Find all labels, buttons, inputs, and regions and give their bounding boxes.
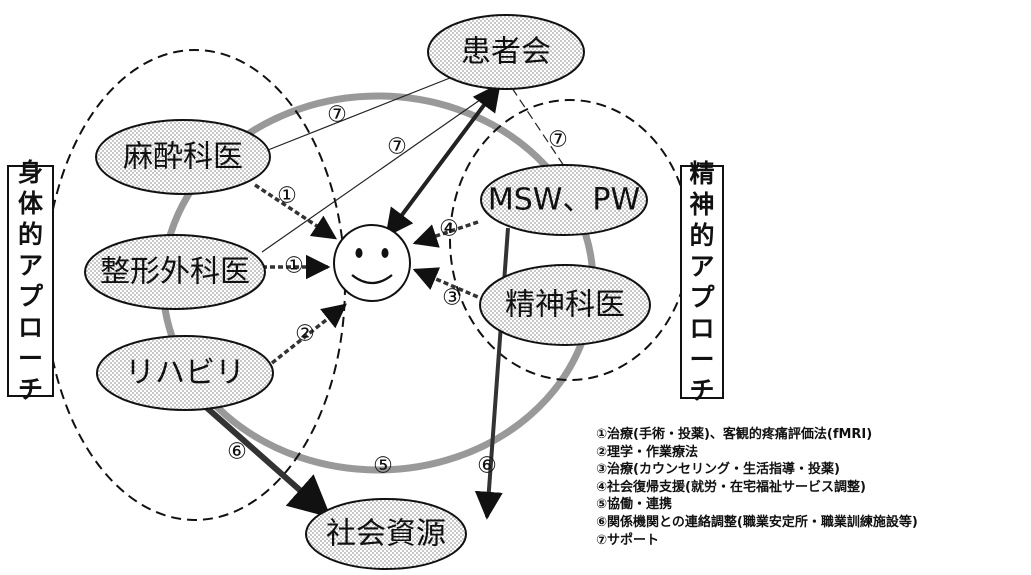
node-rehab: リハビリ	[96, 335, 274, 411]
physical-char-0: 身	[17, 158, 43, 187]
arrow-seishin-patient	[412, 267, 486, 302]
node-shakai-label: 社会資源	[326, 517, 446, 552]
node-seishin: 精神科医	[479, 264, 651, 346]
edge-label-masuika-kanjakai: ⑦	[327, 103, 347, 128]
node-masuika: 麻酔科医	[95, 119, 271, 195]
physical-char-2: 的	[17, 220, 43, 249]
mental-char-3: ア	[689, 252, 715, 281]
mental-char-0: 精	[689, 159, 715, 188]
physical-char-3: ア	[17, 251, 43, 280]
node-msw-label: MSW、PW	[488, 183, 640, 218]
legend-item: ③治療(カウンセリング・生活指導・投薬)	[596, 462, 840, 478]
physical-approach-label: 身 体 的 ア プ ロ ー チ	[7, 158, 54, 404]
edge-label-masuika-patient: ①	[277, 184, 297, 209]
edge-label-seikei-patient: ①	[284, 254, 304, 279]
mental-char-1: 神	[689, 190, 715, 219]
node-rehab-label: リハビリ	[125, 356, 245, 391]
patient-face-icon	[333, 224, 411, 302]
legend-item: ⑦サポート	[596, 532, 660, 548]
node-seikei-label: 整形外科医	[100, 255, 250, 290]
legend: ①治療(手術・投薬)、客観的疼痛評価法(fMRI) ②理学・作業療法 ③治療(カ…	[596, 426, 918, 549]
physical-char-4: プ	[17, 282, 43, 311]
edge-label-rehab-shakai: ⑥	[227, 440, 247, 465]
node-seikei: 整形外科医	[84, 234, 266, 310]
mental-char-4: プ	[689, 283, 715, 312]
edge-label-msw-shakai: ⑥	[477, 454, 497, 479]
legend-item: ④社会復帰支援(就労・在宅福祉サービス調整)	[596, 479, 866, 495]
mental-char-5: ロ	[689, 314, 715, 343]
legend-item: ②理学・作業療法	[596, 444, 699, 460]
arrow-rehab-shakai	[196, 397, 332, 518]
legend-item: ⑥関係機関との連絡調整(職業安定所・職業訓練施設等)	[596, 514, 918, 530]
node-masuika-label: 麻酔科医	[123, 140, 243, 175]
edge-label-rehab-patient: ②	[295, 322, 315, 347]
physical-char-7: チ	[17, 375, 43, 404]
edge-label-seishin-patient: ③	[442, 286, 462, 311]
mental-approach-label: 精 神 的 ア プ ロ ー チ	[680, 159, 724, 405]
physical-char-5: ロ	[17, 313, 43, 342]
physical-char-1: 体	[17, 189, 43, 218]
arrow-patient-kanjakai	[385, 82, 501, 238]
physical-char-6: ー	[17, 344, 43, 373]
edge-label-seikei-kanjakai: ⑦	[387, 135, 407, 160]
node-seishin-label: 精神科医	[505, 288, 625, 323]
legend-item: ①治療(手術・投薬)、客観的疼痛評価法(fMRI)	[596, 427, 873, 442]
legend-item: ⑤協働・連携	[596, 497, 673, 513]
mental-char-6: ー	[689, 345, 715, 374]
support-line-msw	[511, 87, 573, 179]
edge-label-msw-patient: ④	[439, 217, 459, 242]
edge-label-circle-bottom: ⑤	[373, 454, 393, 479]
node-shakai: 社会資源	[305, 498, 467, 570]
node-kanjakai-label: 患者会	[461, 35, 551, 70]
edge-label-msw-kanjakai: ⑦	[548, 128, 568, 153]
mental-char-2: 的	[689, 221, 715, 250]
node-kanjakai: 患者会	[427, 14, 585, 90]
mental-char-7: チ	[689, 376, 715, 405]
node-msw: MSW、PW	[480, 164, 648, 236]
